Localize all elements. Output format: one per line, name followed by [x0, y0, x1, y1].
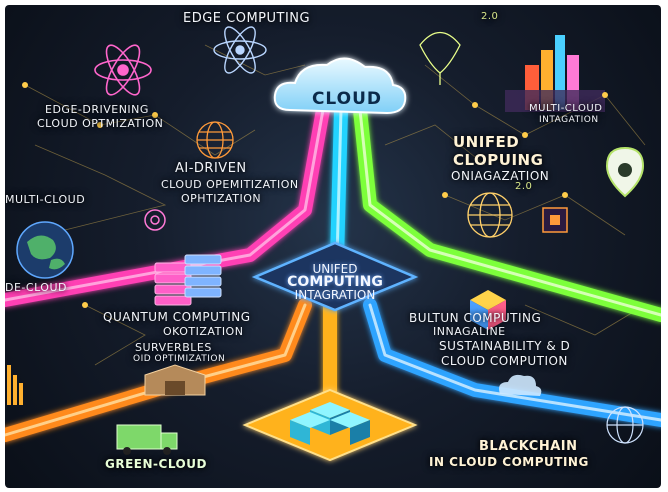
center-label-line-2: COMPUTING [287, 274, 383, 290]
label-multi-cloud-right-1: MULTI-CLOUD [529, 103, 603, 114]
cube-block-icon [290, 402, 370, 445]
truck-icon [116, 424, 178, 455]
warehouse-icon [144, 364, 206, 396]
label-ai-driven-1: AI-DRIVEN [175, 161, 247, 176]
label-blockchain-1: BLACKCHAIN [479, 439, 578, 454]
label-de-cloud: DE-CLOUD [5, 281, 67, 294]
label-unified-right-2: CLOPUING [453, 151, 544, 169]
label-multi-cloud-left: MULTI-CLOUD [5, 193, 86, 206]
infographic-canvas: CLOUD UNIFED COMPUTING INTAGRATION EDGE … [5, 5, 661, 488]
label-blockchain-2: IN CLOUD COMPUTING [429, 455, 589, 469]
cloud-hub-label: CLOUD [311, 89, 383, 109]
label-multi-cloud-right-2: INTAGATION [539, 115, 599, 125]
label-unified-right-1: UNIFED [453, 133, 520, 151]
center-node-label: UNIFED COMPUTING INTAGRATION [260, 263, 410, 302]
label-serverless-1: SURVERBLES [135, 341, 212, 354]
label-green-cloud: GREEN-CLOUD [105, 457, 207, 471]
label-bultun-1: BULTUN COMPUTING [409, 311, 542, 325]
center-label-line-3: INTAGRATION [294, 288, 376, 302]
label-edge-driven-2: CLOUD OPTMIZATION [37, 117, 164, 130]
cloud-icon [273, 57, 407, 115]
network-node-icon [22, 82, 608, 308]
label-edge-computing: EDGE COMPUTING [183, 11, 311, 26]
label-serverless-2: OID OPTIMIZATION [133, 354, 226, 364]
center-diamond [251, 241, 419, 312]
label-edge-driven-1: EDGE-DRIVENING [45, 103, 149, 116]
label-ai-driven-2: CLOUD OPEMITIZATION [161, 178, 299, 191]
label-version-top: 2.0 [481, 11, 499, 22]
box-icon [470, 290, 506, 330]
cloud-small-icon [499, 374, 542, 396]
label-sustainability-2: CLOUD COMPUTION [441, 354, 568, 368]
connector-graphics [5, 26, 661, 462]
chip-icon [542, 207, 568, 233]
bottom-platform [242, 388, 418, 462]
label-quantum-2: OKOTIZATION [163, 325, 244, 338]
gear-icon [144, 209, 166, 231]
label-unified-right-3: ONIAGAZATION [451, 169, 550, 183]
atom-icon [94, 44, 152, 96]
city-towers-icon [505, 35, 605, 112]
label-bultun-2: INNAGALINE [433, 325, 506, 338]
server-stack-icon [154, 254, 222, 306]
label-sustainability-1: SUSTAINABILITY & D [439, 339, 571, 353]
label-quantum-1: QUANTUM COMPUTING [103, 310, 251, 324]
globe-wire-icon-bottom [606, 406, 644, 444]
globe-wire-icon [196, 121, 234, 159]
label-version-right: 2.0 [515, 181, 533, 192]
label-ai-driven-3: OPHTIZATION [181, 192, 262, 205]
bar-strip-icon [7, 365, 23, 405]
map-pin-icon [605, 146, 645, 198]
globe-icon [16, 221, 74, 279]
center-label-line-1: UNIFED [312, 262, 358, 276]
lightbulb-icon [419, 31, 461, 85]
globe-wire-icon-right [467, 192, 513, 238]
atom-icon-top [213, 26, 267, 74]
orange-connector-path [5, 298, 312, 442]
